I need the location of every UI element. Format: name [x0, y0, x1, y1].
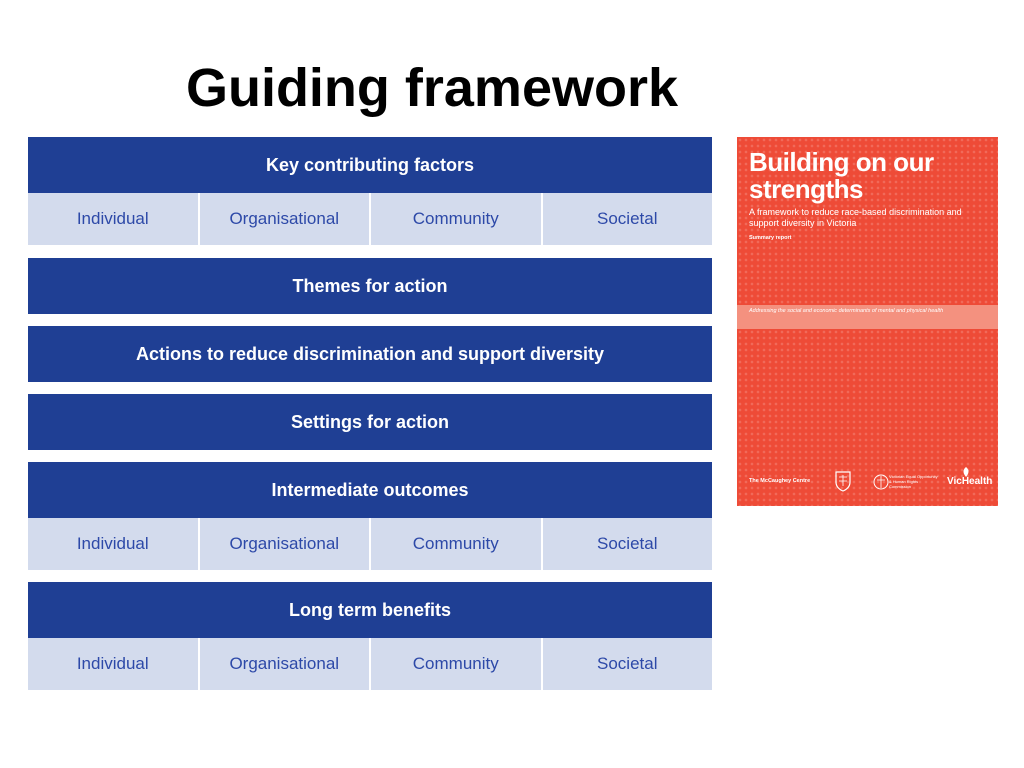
actions-table: Actions to reduce discrimination and sup…	[28, 326, 712, 382]
intermediate-outcomes-table: Intermediate outcomes Individual Organis…	[28, 462, 712, 570]
vichealth-leaf-icon	[963, 467, 969, 477]
cell-community: Community	[369, 518, 541, 570]
cell-societal: Societal	[540, 518, 712, 570]
report-cover-footer: The McCaughey Centre Victorian Equal Opp…	[737, 466, 998, 506]
settings-for-action-table: Settings for action	[28, 394, 712, 450]
cell-individual: Individual	[28, 518, 198, 570]
cell-community: Community	[369, 638, 541, 690]
long-term-benefits-row: Individual Organisational Community Soci…	[28, 638, 712, 690]
long-term-benefits-header: Long term benefits	[28, 582, 712, 638]
actions-header: Actions to reduce discrimination and sup…	[28, 326, 712, 382]
key-contributing-factors-table: Key contributing factors Individual Orga…	[28, 137, 712, 245]
cell-organisational: Organisational	[197, 638, 369, 690]
settings-for-action-header: Settings for action	[28, 394, 712, 450]
page-title: Guiding framework	[185, 58, 679, 118]
report-cover-label: Summary report	[749, 235, 792, 241]
report-cover-band: Addressing the social and economic deter…	[737, 305, 998, 329]
cell-organisational: Organisational	[197, 518, 369, 570]
cell-societal: Societal	[540, 193, 712, 245]
intermediate-outcomes-header: Intermediate outcomes	[28, 462, 712, 518]
themes-for-action-table: Themes for action	[28, 258, 712, 314]
report-cover-band-text: Addressing the social and economic deter…	[749, 308, 944, 314]
key-contributing-factors-header: Key contributing factors	[28, 137, 712, 193]
key-contributing-factors-row: Individual Organisational Community Soci…	[28, 193, 712, 245]
cell-individual: Individual	[28, 193, 198, 245]
cell-individual: Individual	[28, 638, 198, 690]
university-crest-icon	[835, 471, 851, 492]
cell-organisational: Organisational	[197, 193, 369, 245]
report-cover-subtitle: A framework to reduce race-based discrim…	[749, 207, 962, 228]
report-cover-image: Building on our strengths A framework to…	[737, 137, 998, 506]
cell-societal: Societal	[540, 638, 712, 690]
long-term-benefits-table: Long term benefits Individual Organisati…	[28, 582, 712, 690]
themes-for-action-header: Themes for action	[28, 258, 712, 314]
intermediate-outcomes-row: Individual Organisational Community Soci…	[28, 518, 712, 570]
commission-logo-text: Victorian Equal Opportunity & Human Righ…	[889, 474, 938, 489]
commission-emblem-icon	[873, 474, 889, 490]
mccaughey-centre-logo: The McCaughey Centre	[749, 478, 811, 484]
cell-community: Community	[369, 193, 541, 245]
report-cover-title: Building on our strengths	[749, 147, 934, 204]
vichealth-logo: VicHealth	[947, 476, 993, 487]
